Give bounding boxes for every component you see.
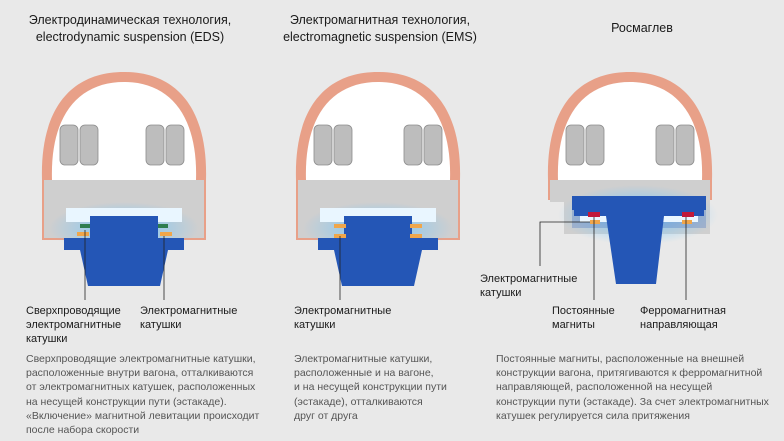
label-line: Электромагнитные xyxy=(294,305,392,317)
track-coil xyxy=(160,232,172,236)
desc-line: Электромагнитные катушки, xyxy=(294,353,433,365)
label-line: Ферромагнитная xyxy=(640,305,726,317)
desc-line: катушек регулируется сила притяжения xyxy=(496,409,690,422)
label-line: Сверхпроводящие xyxy=(26,305,121,317)
description: Электромагнитные катушки, расположенные … xyxy=(294,352,447,423)
desc-line: (эстакаде), отталкиваются xyxy=(294,395,423,408)
desc-line: на несущей конструкции пути (эстакаде). xyxy=(26,395,227,408)
seat-icons xyxy=(59,124,185,166)
desc-line: друг от друга xyxy=(294,409,358,422)
label-line: Электромагнитные xyxy=(480,273,578,285)
track-coil xyxy=(410,234,422,238)
electromagnetic-coil xyxy=(590,220,600,224)
car-coil xyxy=(410,224,422,228)
desc-line: Сверхпроводящие электромагнитные катушки… xyxy=(26,353,256,365)
panel-title: Электромагнитная технология, electromagn… xyxy=(260,12,500,46)
label-superconducting-coils: Сверхпроводящие электромагнитные катушки xyxy=(26,304,121,346)
panel-title: Росмаглев xyxy=(500,20,784,37)
electromagnetic-coil xyxy=(682,220,692,224)
panel-rosmaglev: Росмаглев Электром xyxy=(480,0,784,441)
description: Постоянные магниты, расположенные на вне… xyxy=(496,352,769,423)
ems-diagram xyxy=(295,72,461,300)
seat-icons xyxy=(565,124,695,166)
desc-line: и на несущей конструкции пути xyxy=(294,381,447,394)
panel-ems: Электромагнитная технология, electromagn… xyxy=(260,0,500,441)
label-electromagnetic-coils: Электромагнитные катушки xyxy=(294,304,391,332)
superconducting-coil xyxy=(158,224,168,228)
label-electromagnetic-coils: Электромагнитные катушки xyxy=(140,304,237,332)
desc-line: «Включение» магнитной левитации происход… xyxy=(26,409,260,422)
desc-line: конструкции вагона, притягиваются к ферр… xyxy=(496,367,763,380)
car-coil xyxy=(334,224,346,228)
label-line: катушки xyxy=(480,287,522,299)
desc-line: после набора скорости xyxy=(26,424,140,437)
rosmaglev-diagram xyxy=(539,72,718,300)
title-line: electromagnetic suspension (EMS) xyxy=(283,30,477,44)
title-line: electrodynamic suspension (EDS) xyxy=(35,30,225,44)
description: Сверхпроводящие электромагнитные катушки… xyxy=(26,352,259,437)
desc-line: конструкции пути (эстакаде). За счет эле… xyxy=(496,395,769,408)
label-line: катушки xyxy=(140,319,182,331)
permanent-magnet xyxy=(588,212,600,217)
guideway-track xyxy=(318,216,438,286)
label-line: катушки xyxy=(26,333,68,345)
panel-title: Электродинамическая технология, electrod… xyxy=(0,12,260,46)
desc-line: расположенные и на вагоне, xyxy=(294,367,434,380)
permanent-magnet xyxy=(682,212,694,217)
guideway-track xyxy=(64,216,184,286)
label-electromagnetic-coils: Электромагнитные катушки xyxy=(480,272,577,300)
title-line: Электромагнитная технология, xyxy=(289,13,471,27)
panel-eds: Электродинамическая технология, electrod… xyxy=(0,0,260,441)
track-coil xyxy=(77,232,89,236)
label-line: направляющая xyxy=(640,319,718,331)
label-permanent-magnets: Постоянные магниты xyxy=(552,304,615,332)
label-line: катушки xyxy=(294,319,336,331)
title-line: Росмаглев xyxy=(611,21,673,35)
label-line: электромагнитные xyxy=(26,319,122,331)
desc-line: Постоянные магниты, расположенные на вне… xyxy=(496,353,745,365)
superconducting-coil xyxy=(80,224,90,228)
desc-line: от электромагнитных катушек, расположенн… xyxy=(26,381,256,394)
guideway-beam xyxy=(572,196,706,210)
seat-icons xyxy=(313,124,443,166)
desc-line: направляющей, расположенной на несущей xyxy=(496,381,713,394)
guideway-track xyxy=(574,210,704,284)
desc-line: расположенные внутри вагона, отталкивают… xyxy=(26,367,254,380)
label-line: Постоянные xyxy=(552,305,615,317)
eds-diagram xyxy=(41,72,207,300)
label-ferromagnetic-guide: Ферромагнитная направляющая xyxy=(640,304,726,332)
label-line: магниты xyxy=(552,319,595,331)
title-line: Электродинамическая технология, xyxy=(28,13,232,27)
label-line: Электромагнитные xyxy=(140,305,238,317)
